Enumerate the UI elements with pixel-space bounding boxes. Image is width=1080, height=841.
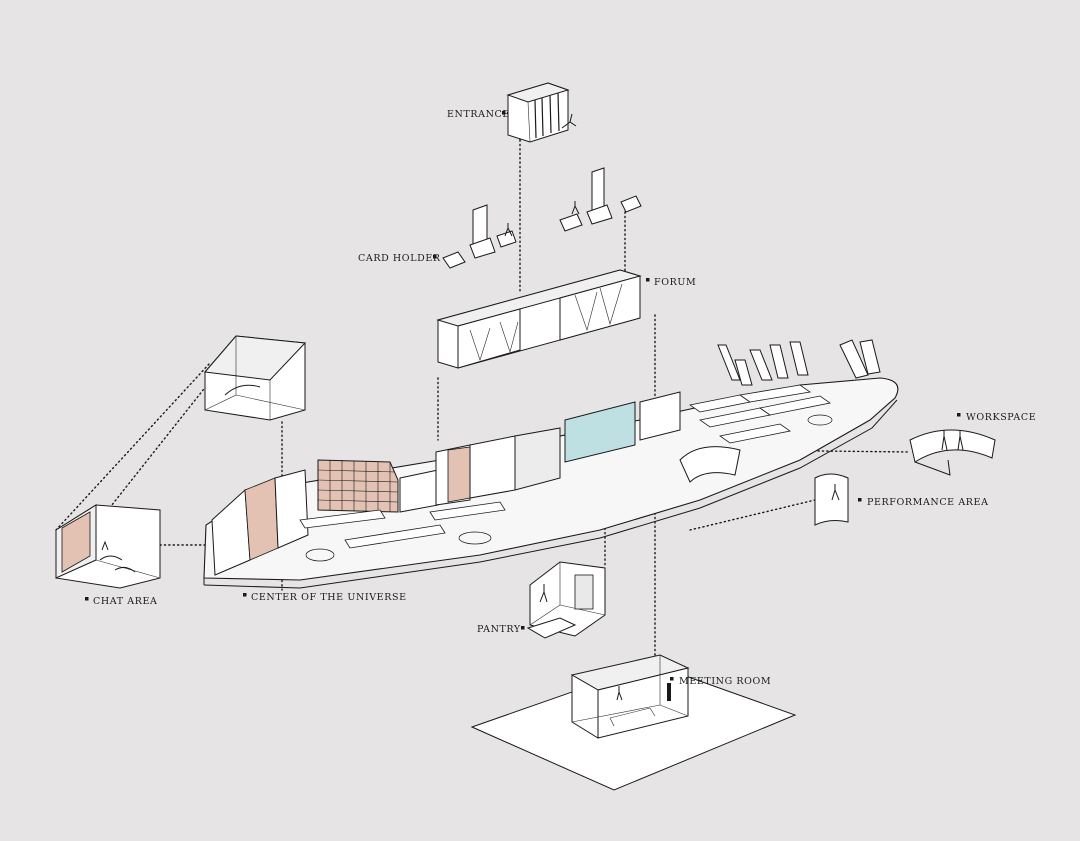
forum-group: [436, 269, 642, 369]
label-workspace: WORKSPACE: [966, 412, 1036, 423]
workspace-group: [909, 429, 996, 476]
person-icon: [101, 540, 109, 551]
label-performance-area: PERFORMANCE AREA: [867, 497, 989, 508]
workspace-desks: [689, 384, 831, 444]
person-icon: [539, 584, 548, 603]
person-icon: [831, 484, 840, 501]
entrance-group: [506, 82, 577, 143]
pantry-group: [526, 561, 606, 639]
person-icon: [571, 201, 580, 215]
brick-wall: [317, 459, 399, 513]
label-center-of-universe: CENTER OF THE UNIVERSE: [251, 592, 407, 603]
sofa-icon: [224, 384, 261, 396]
label-chat-area: CHAT AREA: [93, 596, 157, 607]
person-icon: [616, 686, 623, 701]
center-universe-box: [204, 335, 307, 421]
person-icon: [504, 223, 513, 237]
chat-area-group: [55, 504, 161, 589]
labels: ENTRANCE CARD HOLDER FORUM WORKSPACE PER…: [85, 109, 1036, 687]
person-icon: [561, 113, 577, 129]
person-icon: [941, 430, 964, 451]
label-card-holder: CARD HOLDER: [358, 253, 441, 264]
meeting-room-group: [470, 654, 797, 791]
performance-area-group: [814, 473, 849, 526]
label-meeting-room: MEETING ROOM: [679, 676, 771, 687]
roof-sculpture: [717, 339, 881, 386]
chair-icon: [99, 555, 136, 573]
label-pantry: PANTRY: [477, 624, 521, 635]
card-holder-group: [442, 167, 642, 269]
label-entrance: ENTRANCE: [447, 109, 510, 120]
label-forum: FORUM: [654, 277, 696, 288]
main-floor-group: [203, 339, 899, 589]
